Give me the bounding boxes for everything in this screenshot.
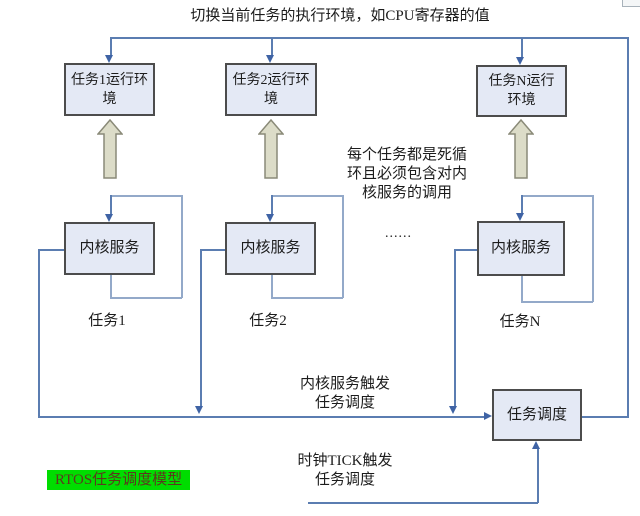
arrowhead-right-scheduler-icon: [484, 412, 492, 420]
tick-up-line: [537, 449, 539, 503]
env-box-task1: 任务1运行环 境: [64, 63, 155, 116]
cropped-box-fragment: [622, 0, 640, 7]
kernel-trigger-note: 内核服务触发 任务调度: [292, 375, 398, 413]
loopn-top-line: [521, 195, 593, 197]
scheduler-return-line: [627, 37, 629, 418]
context-switch-note: 切换当前任务的执行环境，如CPU寄存器的值: [150, 7, 530, 26]
loop1-right-line: [181, 195, 183, 298]
loop2-bottom-line: [271, 297, 343, 299]
env-box-taskn-line2: 环境: [507, 93, 536, 108]
arrowhead-down-env1-icon: [105, 55, 113, 63]
tick-trigger-note: 时钟TICK触发 任务调度: [290, 452, 400, 490]
loop2-top-line: [271, 195, 343, 197]
bus-stub-line-1: [110, 37, 112, 55]
tick-trigger-line1: 时钟TICK触发: [297, 453, 393, 469]
scheduler-box: 任务调度: [492, 389, 582, 441]
env-box-task2: 任务2运行环 境: [225, 63, 317, 116]
env-box-taskn-line1: 任务N运行: [488, 74, 555, 89]
loop1-entry-line: [110, 195, 112, 214]
bus-stub-line-n: [521, 37, 523, 57]
env-box-task1-line2: 境: [102, 91, 117, 107]
bus-stub-line-2: [271, 37, 273, 55]
loopn-right-line: [592, 195, 594, 302]
tick-bottom-line: [308, 502, 538, 504]
arrowhead-down-bus2-icon: [195, 406, 203, 414]
arrowhead-down-busn-icon: [449, 406, 457, 414]
kerneln-out-line: [454, 249, 477, 251]
task-label-2: 任务2: [249, 313, 287, 329]
kernel-service-label: 内核服务: [79, 240, 140, 256]
kernel-service-box-n: 内核服务: [477, 221, 565, 276]
kernel1-down-line: [38, 249, 40, 417]
top-bus-line: [110, 37, 628, 39]
env-box-task2-line2: 境: [264, 91, 278, 107]
loop1-top-line: [110, 195, 182, 197]
kernel2-down-line: [200, 249, 202, 406]
kernel-service-label: 内核服务: [490, 240, 551, 256]
kernel1-out-line: [38, 249, 64, 251]
up-block-arrow-icon: [97, 119, 123, 179]
loop2-right-line: [342, 195, 344, 298]
loopn-exit-line: [521, 276, 523, 302]
env-box-task1-line1: 任务1运行环: [71, 72, 148, 88]
scheduler-right-line: [582, 416, 628, 418]
kernel-trigger-line1: 内核服务触发: [299, 376, 390, 392]
arrowhead-down-envn-icon: [516, 57, 524, 65]
infinite-loop-note-line1: 每个任务都是死循: [346, 147, 467, 163]
env-box-task2-line1: 任务2运行环: [232, 72, 310, 88]
tick-trigger-line2: 任务调度: [314, 472, 375, 488]
loop2-exit-line: [271, 275, 273, 298]
context-switch-note-text: 切换当前任务的执行环境，如CPU寄存器的值: [190, 8, 490, 24]
infinite-loop-note: 每个任务都是死循 环且必须包含对内 核服务的调用: [340, 146, 474, 203]
task-label-n: 任务N: [499, 314, 541, 330]
loop1-bottom-line: [110, 297, 182, 299]
kernel-service-box-2: 内核服务: [225, 222, 316, 275]
kernel-service-label: 内核服务: [240, 240, 301, 256]
scheduler-box-label: 任务调度: [506, 406, 567, 423]
infinite-loop-note-line3: 核服务的调用: [361, 185, 452, 201]
loop1-exit-line: [110, 275, 112, 298]
env-box-taskn: 任务N运行 环境: [476, 65, 567, 117]
up-block-arrow-icon: [508, 119, 534, 179]
diagram-caption: RTOS任务调度模型: [47, 470, 191, 490]
kernel-trigger-line2: 任务调度: [314, 395, 375, 411]
kernel2-out-line: [200, 249, 225, 251]
task-label-1: 任务1: [88, 313, 126, 329]
up-block-arrow-icon: [258, 119, 284, 179]
loopn-entry-line: [521, 195, 523, 213]
loopn-bottom-line: [521, 301, 593, 303]
arrowhead-up-scheduler-icon: [532, 441, 540, 449]
arrowhead-down-kerneln-icon: [516, 213, 524, 221]
loop2-entry-line: [271, 195, 273, 214]
tasks-ellipsis: ......: [385, 226, 412, 241]
kerneln-down-line: [454, 249, 456, 406]
kernel-service-box-1: 内核服务: [64, 222, 155, 275]
arrowhead-down-env2-icon: [266, 55, 274, 63]
arrowhead-down-kernel1-icon: [105, 214, 113, 222]
scheduler-bus-line: [38, 416, 484, 418]
arrowhead-down-kernel2-icon: [266, 214, 274, 222]
infinite-loop-note-line2: 环且必须包含对内: [346, 166, 467, 182]
